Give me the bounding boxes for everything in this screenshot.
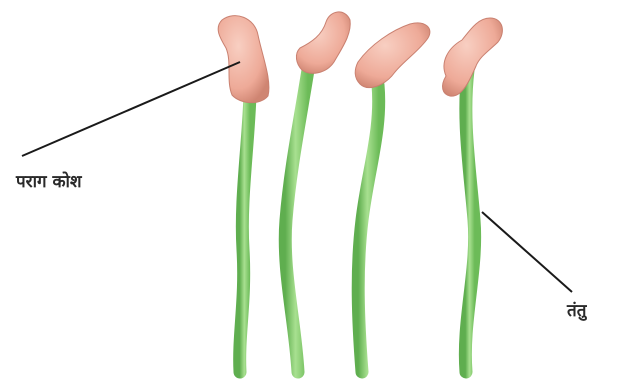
filament-3 <box>358 85 378 372</box>
anther-label: पराग कोश <box>15 171 83 192</box>
filament-1 <box>240 95 250 372</box>
stamen-3 <box>355 23 430 372</box>
stamen-2 <box>285 12 350 372</box>
filament-label: तंतु <box>566 301 588 321</box>
anther-pointer-line <box>22 62 240 156</box>
filament-4 <box>465 70 474 372</box>
anther-2 <box>296 12 350 73</box>
filament-2 <box>285 70 308 372</box>
anther-1 <box>218 16 269 103</box>
anther-3 <box>355 23 430 88</box>
filament-pointer-line <box>482 212 572 292</box>
stamen-4 <box>443 18 503 372</box>
